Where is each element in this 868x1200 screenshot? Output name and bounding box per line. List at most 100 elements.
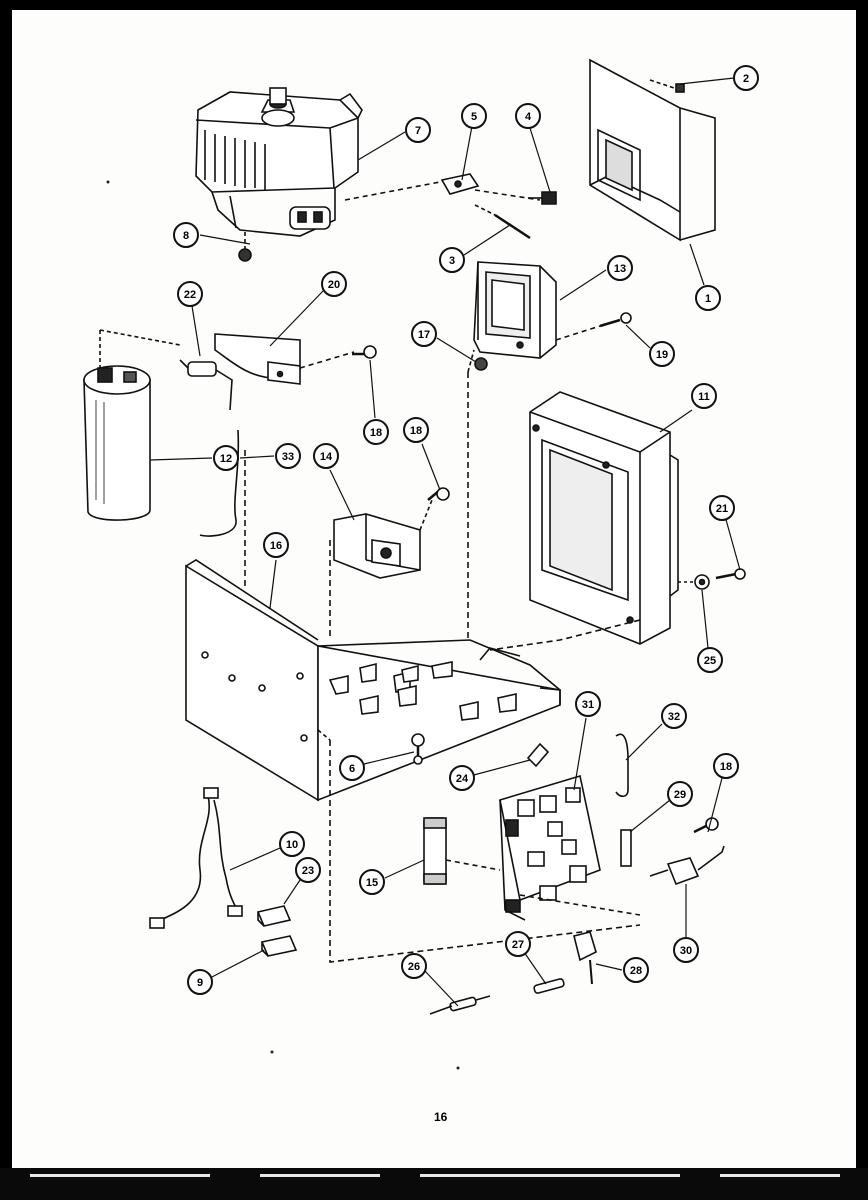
callout-24: 24 <box>449 765 475 791</box>
svg-text:3: 3 <box>449 255 455 267</box>
callout-18c: 18 <box>713 753 739 779</box>
capacitor <box>83 329 181 521</box>
callout-19: 19 <box>649 341 675 367</box>
nut-17 <box>467 349 488 640</box>
screw-18a <box>352 345 377 359</box>
relay <box>329 499 433 640</box>
bracket <box>589 58 716 242</box>
svg-text:11: 11 <box>698 391 710 403</box>
resistor-26 <box>429 995 491 1015</box>
callout-21: 21 <box>709 495 735 521</box>
callout-29: 29 <box>667 781 693 807</box>
screw-6 <box>411 733 425 765</box>
plug-23 <box>256 905 292 927</box>
screw-18c <box>693 817 719 834</box>
callout-2: 2 <box>733 65 759 91</box>
svg-text:5: 5 <box>471 111 477 123</box>
fuse <box>423 817 501 885</box>
svg-text:30: 30 <box>680 945 692 957</box>
svg-text:31: 31 <box>582 699 594 711</box>
capacitor-bracket <box>214 333 355 385</box>
callout-25: 25 <box>697 647 723 673</box>
callout-26: 26 <box>401 953 427 979</box>
svg-text:2: 2 <box>743 73 749 85</box>
circuit-board <box>499 774 641 921</box>
svg-text:18: 18 <box>720 761 732 773</box>
callout-11: 11 <box>691 383 717 409</box>
harness <box>149 787 243 929</box>
callout-7: 7 <box>405 117 431 143</box>
transformer-large <box>489 391 679 651</box>
thermal-cutout <box>344 173 541 201</box>
washer-25 <box>678 574 710 590</box>
svg-text:10: 10 <box>286 839 298 851</box>
callout-28: 28 <box>623 957 649 983</box>
callout-5: 5 <box>461 103 487 129</box>
screw-19 <box>599 312 632 328</box>
callout-20: 20 <box>321 271 347 297</box>
page-number: 16 <box>434 1110 448 1124</box>
scan-artifact <box>260 1174 380 1177</box>
callout-31: 31 <box>575 691 601 717</box>
diagram-sheet: 7 8 5 4 2 1 3 13 19 17 22 20 18 12 33 14… <box>12 10 856 1168</box>
scan-artifact <box>720 1174 840 1177</box>
resistor-29 <box>620 829 632 867</box>
callout-15: 15 <box>359 869 385 895</box>
exploded-parts-diagram: 7 8 5 4 2 1 3 13 19 17 22 20 18 12 33 14… <box>83 58 759 1070</box>
svg-text:22: 22 <box>184 289 196 301</box>
svg-text:15: 15 <box>366 877 378 889</box>
svg-text:1: 1 <box>705 293 711 305</box>
callout-14: 14 <box>313 443 339 469</box>
diode <box>179 359 233 411</box>
svg-text:26: 26 <box>408 961 420 973</box>
callout-13: 13 <box>607 255 633 281</box>
svg-text:8: 8 <box>183 230 189 242</box>
callout-4: 4 <box>515 103 541 129</box>
magnetron <box>195 87 363 262</box>
svg-text:29: 29 <box>674 789 686 801</box>
callout-23: 23 <box>295 857 321 883</box>
svg-text:12: 12 <box>220 453 232 465</box>
svg-text:6: 6 <box>349 763 355 775</box>
screw-18b <box>427 487 450 501</box>
resistor-27 <box>533 978 565 994</box>
callout-1: 1 <box>695 285 721 311</box>
callout-3: 3 <box>439 247 465 273</box>
scan-artifact <box>30 1174 210 1177</box>
chassis <box>185 559 561 802</box>
svg-text:21: 21 <box>716 503 728 515</box>
svg-text:28: 28 <box>630 965 642 977</box>
callout-27: 27 <box>505 931 531 957</box>
callout-16: 16 <box>263 532 289 558</box>
svg-text:18: 18 <box>410 425 422 437</box>
component-28 <box>573 931 597 985</box>
transformer-small <box>473 261 601 359</box>
callout-22: 22 <box>177 281 203 307</box>
leader-lines <box>149 77 741 1007</box>
svg-text:33: 33 <box>282 451 294 463</box>
callout-6: 6 <box>339 755 365 781</box>
svg-text:7: 7 <box>415 125 421 137</box>
svg-text:23: 23 <box>302 865 314 877</box>
scan-bottom-border <box>0 1168 868 1200</box>
callout-10: 10 <box>279 831 305 857</box>
scan-artifact <box>420 1174 680 1177</box>
callout-18b: 18 <box>403 417 429 443</box>
screw-21 <box>715 568 746 580</box>
clip-24 <box>526 742 550 768</box>
callout-32: 32 <box>661 703 687 729</box>
callout-30: 30 <box>673 937 699 963</box>
resistor-32 <box>615 733 629 798</box>
callout-12: 12 <box>213 445 239 471</box>
plug-9 <box>260 935 298 957</box>
svg-text:32: 32 <box>668 711 680 723</box>
connector-30 <box>649 845 725 886</box>
callout-18a: 18 <box>363 419 389 445</box>
callout-33: 33 <box>275 443 301 469</box>
callout-17: 17 <box>411 321 437 347</box>
svg-text:4: 4 <box>525 111 532 123</box>
screw-4 <box>528 191 557 205</box>
svg-text:14: 14 <box>320 451 333 463</box>
svg-text:9: 9 <box>197 977 203 989</box>
svg-text:25: 25 <box>704 655 716 667</box>
